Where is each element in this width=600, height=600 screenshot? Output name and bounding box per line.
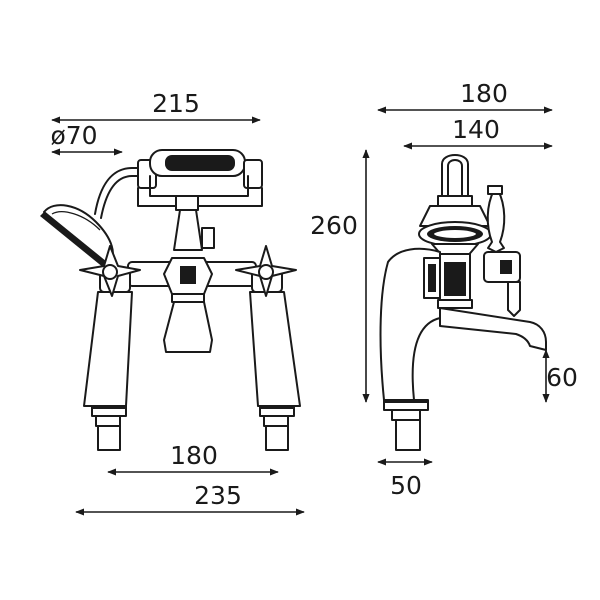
left-cross-handle: [79, 245, 141, 297]
dim-base-width: 235: [194, 481, 242, 510]
central-column: [173, 195, 215, 251]
central-hex-nut: [163, 257, 213, 303]
right-cross-handle: [235, 245, 297, 297]
dim-base-diameter: 50: [390, 471, 422, 500]
left-pillar: [83, 267, 133, 451]
dim-pillar-centres: 180: [170, 441, 218, 470]
front-view: 215 ø70 180 235: [40, 89, 305, 516]
lever-handle: [483, 185, 521, 317]
handset-loop: [441, 154, 469, 201]
dim-handset-diameter: ø70: [50, 121, 97, 150]
phone-handset: [137, 149, 263, 207]
dim-overall-width: 215: [152, 89, 200, 118]
spout: [163, 301, 213, 353]
handset-hose: [94, 167, 149, 215]
side-base: [383, 399, 429, 451]
dim-handset-depth: 140: [452, 115, 500, 144]
dim-spout-height: 60: [546, 363, 578, 392]
right-pillar: [249, 267, 301, 451]
valve-block: [423, 253, 473, 309]
side-view: 180 140 260 60 50: [310, 79, 578, 500]
dim-overall-height: 260: [310, 211, 358, 240]
side-spout: [439, 307, 547, 351]
dim-overall-depth: 180: [460, 79, 508, 108]
